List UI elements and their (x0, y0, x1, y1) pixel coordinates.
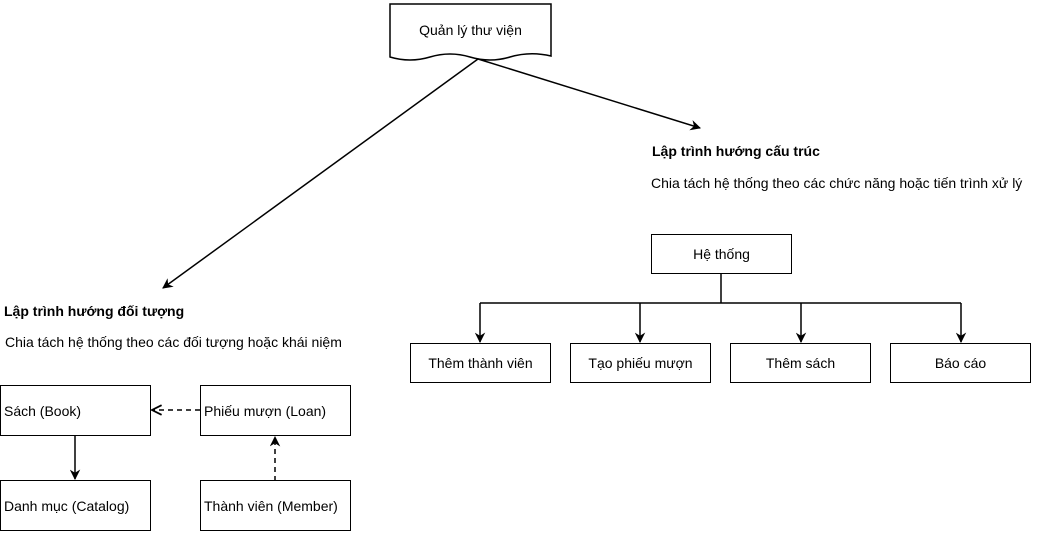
class-box-book: Sách (Book) (0, 385, 151, 436)
oop-description: Chia tách hệ thống theo các đối tượng ho… (5, 334, 342, 350)
structured-description: Chia tách hệ thống theo các chức năng ho… (651, 175, 1023, 191)
function-box-add-member: Thêm thành viên (410, 343, 551, 383)
arrow-root-to-structured (477, 58, 702, 131)
system-box: Hệ thống (651, 234, 792, 274)
oop-heading: Lập trình hướng đối tượng (4, 303, 185, 319)
function-box-create-loan: Tạo phiếu mượn (570, 343, 711, 383)
class-box-catalog: Danh mục (Catalog) (0, 480, 151, 531)
root-document-shape (389, 3, 552, 61)
class-box-loan: Phiếu mượn (Loan) (200, 385, 351, 436)
function-box-add-book: Thêm sách (730, 343, 871, 383)
class-box-member: Thành viên (Member) (200, 480, 351, 531)
structured-heading: Lập trình hướng cấu trúc (652, 143, 820, 159)
root-title: Quản lý thư viện (419, 22, 522, 38)
arrow-root-to-oop (162, 58, 479, 289)
function-box-report: Báo cáo (890, 343, 1031, 383)
